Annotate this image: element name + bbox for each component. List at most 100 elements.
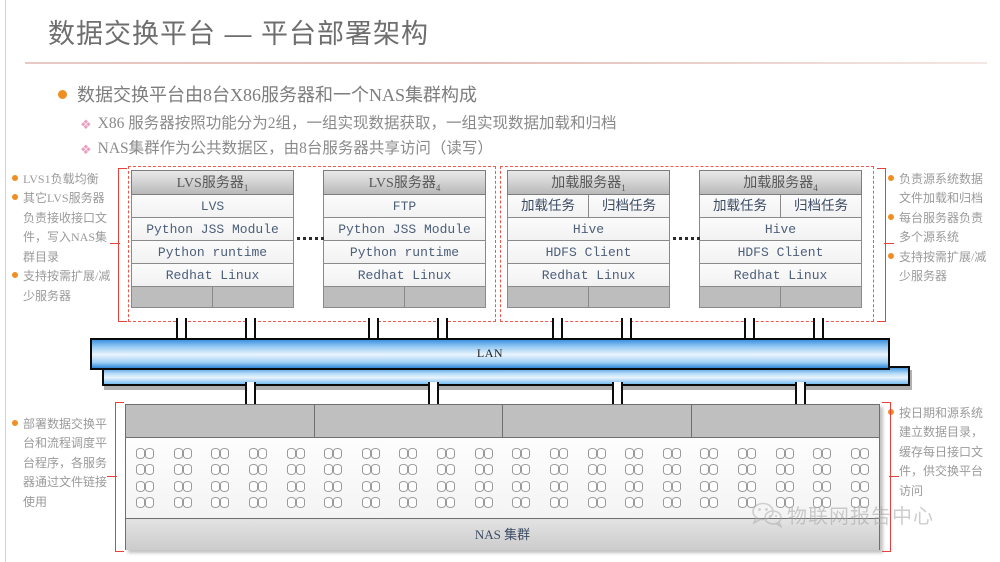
nas-disk-grid [126,438,879,518]
nas-disk-pair-icon [512,464,531,476]
nas-disk-pair-icon [662,480,681,492]
server-layer: Python runtime [323,241,486,264]
nas-disk-pair-icon [738,447,756,459]
annotation-left-bottom: 部署数据交换平台和流程调度平台程序，各服务器通过文件链接使用 [12,415,115,512]
nas-disk-pair-icon [286,464,305,476]
nas-disk-pair-icon [437,480,455,492]
nas-disk-pair-icon [813,447,832,459]
nas-disk-row [136,480,869,492]
nas-disk-pair-icon [850,447,869,459]
nas-disk-pair-icon [662,464,681,476]
nas-disk-pair-icon [437,464,455,476]
bullet-dot-icon [58,90,67,99]
server-base [323,287,486,308]
annotation-text: 负责源系统数据文件加载和归档 [899,172,984,206]
annotation-dot-icon [12,420,18,426]
server-box-load-1[interactable]: 加载服务器1 加载任务 归档任务 Hive HDFS Client Redhat… [507,170,670,308]
server-layer: LVS [131,195,294,218]
nas-disk-pair-icon [549,464,568,476]
title-divider [25,62,987,64]
connector-pipe [368,318,379,350]
nas-disk-pair-icon [775,480,794,492]
nas-disk-pair-icon [474,480,493,492]
connector-pipe-nas [795,382,806,408]
nas-disk-pair-icon [587,464,606,476]
nas-disk-pair-icon [248,497,267,509]
nas-disk-pair-icon [587,447,606,459]
nas-disk-pair-icon [625,447,644,459]
nas-disk-pair-icon [173,497,192,509]
bullet-level2-item: ❖ NAS集群作为公共数据区，由8台服务器共享访问（读写） [80,137,778,160]
annotation-text: 支持按需扩展/减少服务器 [899,249,987,284]
nas-disk-pair-icon [399,464,418,476]
server-layer: Python JSS Module [131,218,294,241]
server-box-load-4[interactable]: 加载服务器4 加载任务 归档任务 Hive HDFS Client Redhat… [699,170,862,308]
annotation-item: 其它LVS服务器负责接收接口文件，写入NAS集群目录 [12,189,115,267]
nas-disk-pair-icon [738,464,756,476]
nas-disk-pair-icon [700,497,719,509]
annotation-item: 按日期和源系统建立数据目录，缓存每日接口文件，供交换平台访问 [888,404,991,501]
nas-disk-pair-icon [775,497,794,509]
server-task-right: 归档任务 [794,198,848,213]
bracket-right-top [877,168,886,322]
connector-pipe [437,318,448,350]
nas-disk-pair-icon [625,480,644,492]
annotation-item: LVS1负载均衡 [12,170,115,189]
nas-disk-pair-icon [286,480,305,492]
server-caption: 加载服务器4 [699,170,862,195]
annotation-text: 每台服务器负责多个源系统 [899,210,984,245]
nas-disk-pair-icon [512,447,531,459]
nas-disk-pair-icon [248,480,267,492]
nas-disk-row [136,447,869,459]
nas-cluster[interactable]: NAS 集群 [125,404,880,550]
annotation-dot-icon [888,175,894,181]
bracket-left-top-stub [110,243,120,245]
server-caption: LVS服务器1 [131,170,294,195]
server-layer-split: 加载任务 归档任务 [507,195,670,218]
server-box-lvs-4[interactable]: LVS服务器4 FTP Python JSS Module Python run… [323,170,486,308]
server-base [131,287,294,308]
bullet-level2-text: NAS集群作为公共数据区，由8台服务器共享访问（读写） [97,140,493,158]
nas-head-segments [126,405,879,438]
nas-disk-pair-icon [211,497,230,509]
annotation-text: 支持按需扩展/减少服务器 [23,269,111,303]
nas-disk-pair-icon [850,464,869,476]
nas-disk-pair-icon [173,464,192,476]
nas-disk-pair-icon [775,464,794,476]
server-base [507,287,670,308]
annotation-right-top: 负责源系统数据文件加载和归档 每台服务器负责多个源系统 支持按需扩展/减少服务器 [888,170,991,287]
nas-disk-pair-icon [662,447,681,459]
nas-disk-pair-icon [324,447,343,459]
nas-disk-pair-icon [474,464,493,476]
nas-disk-pair-icon [324,497,343,509]
nas-disk-pair-icon [437,447,455,459]
nas-disk-pair-icon [211,480,230,492]
server-layer: FTP [323,195,486,218]
bracket-left-top [118,168,127,322]
nas-disk-pair-icon [738,480,756,492]
connector-pipe-nas [612,382,623,408]
annotation-left-top: LVS1负载均衡 其它LVS服务器负责接收接口文件，写入NAS集群目录 支持按需… [12,170,115,306]
server-layer: Python runtime [131,241,294,264]
server-layer: HDFS Client [507,241,670,264]
nas-disk-pair-icon [286,447,305,459]
nas-disk-pair-icon [813,464,832,476]
nas-disk-pair-icon [587,480,606,492]
nas-disk-pair-icon [136,480,154,492]
nas-disk-pair-icon [173,480,192,492]
server-layer: Hive [699,218,862,241]
nas-disk-pair-icon [173,447,192,459]
diamond-bullet-icon: ❖ [80,117,92,133]
nas-disk-pair-icon [813,497,832,509]
annotation-text: LVS1负载均衡 [23,172,99,186]
dashed-group-lvs [128,166,496,322]
server-box-lvs-1[interactable]: LVS服务器1 LVS Python JSS Module Python run… [131,170,294,308]
nas-disk-pair-icon [324,464,343,476]
server-caption-index: 4 [813,182,818,193]
diamond-bullet-icon: ❖ [80,142,92,158]
server-caption-text: 加载服务器 [743,176,814,191]
nas-disk-pair-icon [662,497,681,509]
bullet-list: 数据交换平台由8台X86服务器和一个NAS集群构成 ❖ X86 服务器按照功能分… [58,82,778,161]
nas-disk-pair-icon [399,497,418,509]
server-task-left: 加载任务 [700,195,781,217]
